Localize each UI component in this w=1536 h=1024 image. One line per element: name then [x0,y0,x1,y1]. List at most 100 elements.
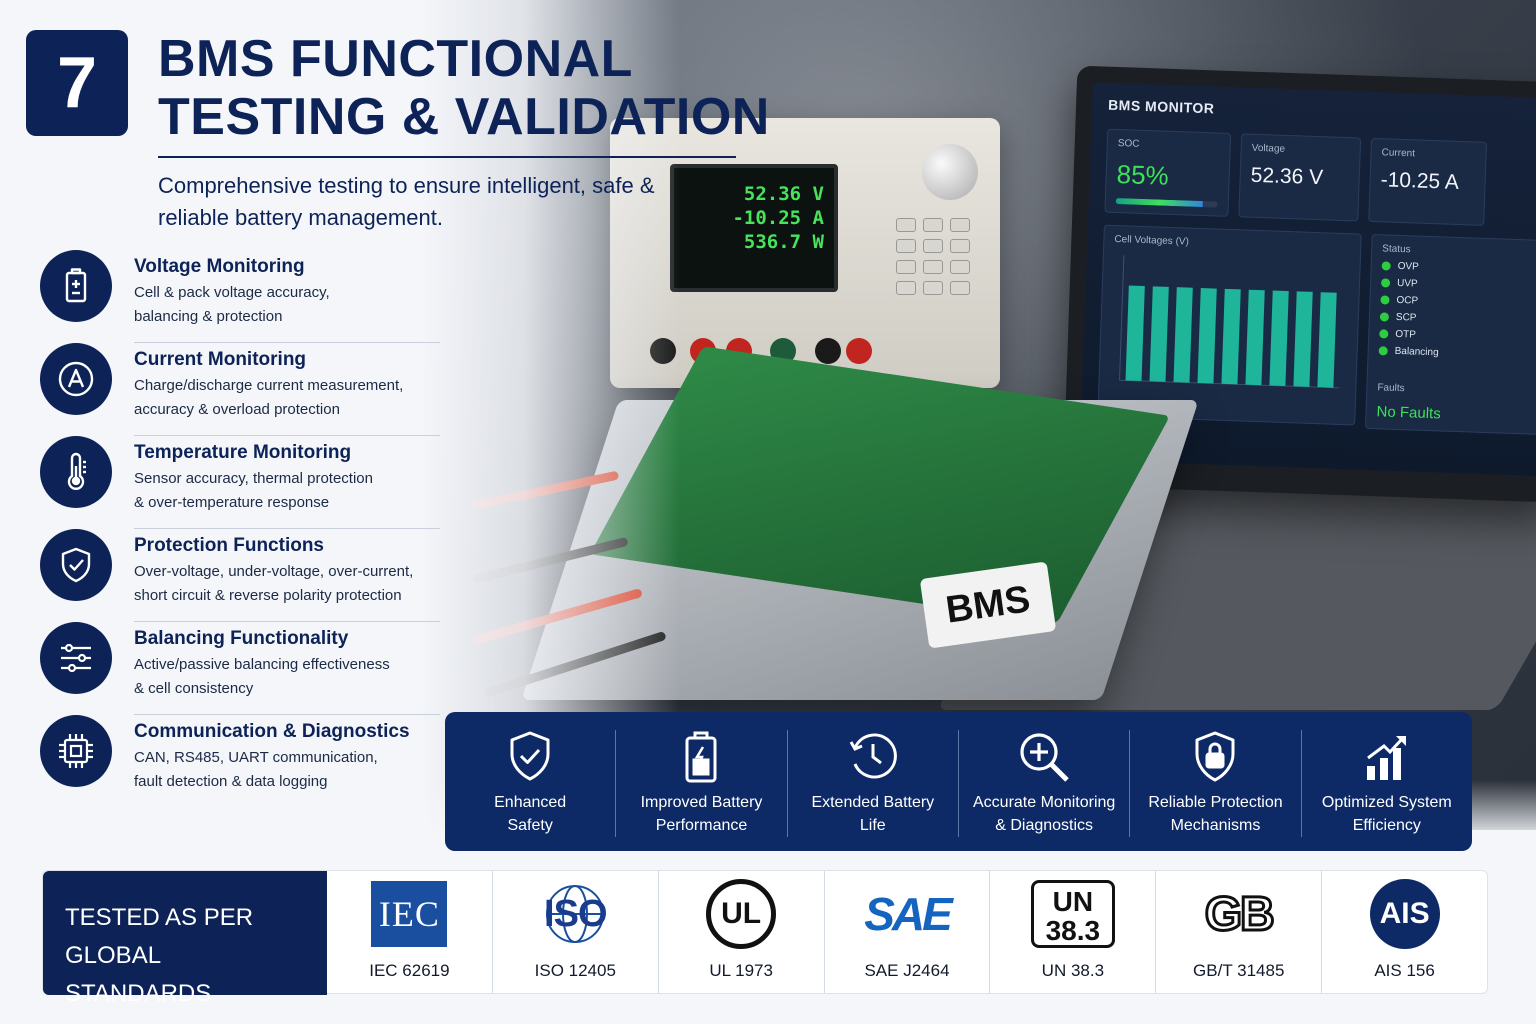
feature-title: Balancing Functionality [134,628,349,649]
benefits-bar: Enhanced Safety Improved Battery Perform… [445,712,1472,851]
standard-name: SAE J2464 [864,961,950,980]
status-item-label: SCP [1395,311,1417,324]
voltage-card: Voltage 52.36 V [1238,133,1362,222]
check-icon [1380,278,1391,288]
soc-bar [1115,197,1218,208]
current-value: -10.25 A [1380,168,1460,194]
feature-title: Current Monitoring [134,349,307,370]
benefit-improved-battery-performance: Improved Battery Performance [616,730,788,837]
psu-voltage-reading: 52.36 V [743,183,824,205]
sae-logo: SAE [864,879,953,949]
check-icon [1378,346,1388,356]
shield-check-icon [510,731,550,781]
check-icon [1379,329,1389,339]
chip-icon [40,715,112,787]
benefit-enhanced-safety: Enhanced Safety [445,730,617,837]
status-item: UVP [1380,277,1533,293]
psu-keypad [896,218,970,295]
cell-bar [1269,290,1289,387]
feature-list: Voltage Monitoring Cell & pack voltage a… [40,250,440,808]
benefit-label: Extended Battery Life [811,794,935,834]
battery-icon [40,250,112,322]
benefit-reliable-protection: Reliable Protection Mechanisms [1130,730,1302,837]
status-item: OVP [1381,260,1533,276]
standard-name: AIS 156 [1374,961,1435,980]
status-item: Balancing [1378,345,1531,361]
un-logo-text: UN 38.3 [1030,880,1115,948]
benefit-extended-battery-life: Extended Battery Life [788,730,959,837]
standard-name: GB/T 31485 [1193,961,1285,980]
standard-name: IEC 62619 [369,961,450,980]
feature-temperature-monitoring: Temperature Monitoring Sensor accuracy, … [40,436,440,529]
standard-sae: SAE SAE J2464 [825,871,991,993]
cell-bar [1149,286,1169,382]
feature-communication-diagnostics: Communication & Diagnostics CAN, RS485, … [40,715,440,808]
voltage-label: Voltage [1251,142,1286,155]
feature-title: Voltage Monitoring [134,256,305,277]
monitor-title: BMS MONITOR [1107,96,1215,117]
feature-description: Over-voltage, under-voltage, over-curren… [134,563,414,604]
ais-logo-text: AIS [1369,879,1440,949]
psu-power-reading: 536.7 W [743,231,824,253]
psu-jack [815,338,841,364]
benefit-label: Improved Battery Performance [640,794,763,834]
current-label: Current [1381,147,1416,160]
feature-description: Cell & pack voltage accuracy, balancing … [134,284,330,325]
growth-chart-icon [1366,736,1406,780]
standard-ais: AIS AIS 156 [1322,871,1487,993]
soc-label: SOC [1117,138,1140,150]
status-item: SCP [1379,311,1532,327]
iso-logo: ISO [530,879,620,949]
gb-logo: GB [1203,879,1276,949]
benefit-label: Enhanced Safety [494,794,567,834]
un-logo: UN 38.3 [1030,879,1115,949]
check-icon [1379,312,1390,322]
status-item: OTP [1379,328,1531,344]
standard-ul: UL UL 1973 [659,871,825,993]
standard-name: ISO 12405 [534,961,616,980]
cell-bar [1173,287,1193,383]
cell-voltage-bars [1119,255,1340,389]
status-item-label: OTP [1395,328,1417,341]
feature-description: Active/passive balancing effectiveness &… [134,656,390,697]
benefit-accurate-monitoring: Accurate Monitoring & Diagnostics [959,730,1131,837]
feature-current-monitoring: Current Monitoring Charge/discharge curr… [40,343,440,436]
gb-logo-text: GB [1203,886,1276,942]
cell-voltages-panel: Cell Voltages (V) [1097,224,1362,426]
shield-lock-icon [1195,731,1235,782]
page-subtitle: Comprehensive testing to ensure intellig… [158,173,655,230]
soc-value: 85% [1116,159,1170,191]
feature-protection-functions: Protection Functions Over-voltage, under… [40,529,440,622]
iso-logo-text: ISO [544,892,607,935]
ul-logo: UL [706,879,777,949]
standard-gb: GB GB/T 31485 [1156,871,1323,993]
faults-label: Faults [1377,382,1405,395]
benefit-optimized-efficiency: Optimized System Efficiency [1302,730,1472,837]
laptop: BMS MONITOR SOC 85% Voltage 52.36 V Curr… [1062,65,1536,503]
cell-bar [1221,288,1241,385]
status-item-label: Balancing [1394,345,1439,359]
standard-un: UN 38.3 UN 38.3 [990,871,1157,993]
power-supply-display: 52.36 V -10.25 A 536.7 W [670,164,838,292]
shield-check-icon [40,529,112,601]
photo-fade [420,0,680,830]
ais-logo: AIS [1369,879,1440,949]
psu-jack [846,338,872,364]
current-card: Current -10.25 A [1368,137,1488,226]
check-icon [1381,261,1391,271]
feature-description: Charge/discharge current measurement, ac… [134,377,404,418]
cell-bar [1293,291,1313,387]
standard-iso: ISO ISO 12405 [493,871,659,993]
status-item-label: OVP [1397,260,1419,273]
globe-icon [546,885,605,943]
feature-description: CAN, RS485, UART communication, fault de… [134,749,378,790]
feature-balancing-functionality: Balancing Functionality Active/passive b… [40,622,440,715]
feature-voltage-monitoring: Voltage Monitoring Cell & pack voltage a… [40,250,440,343]
feature-title: Temperature Monitoring [134,442,352,463]
feature-title: Communication & Diagnostics [134,721,410,742]
thermometer-icon [40,436,112,508]
cell-bar [1125,285,1145,382]
page-title-line-2: TESTING & VALIDATION [158,88,770,146]
